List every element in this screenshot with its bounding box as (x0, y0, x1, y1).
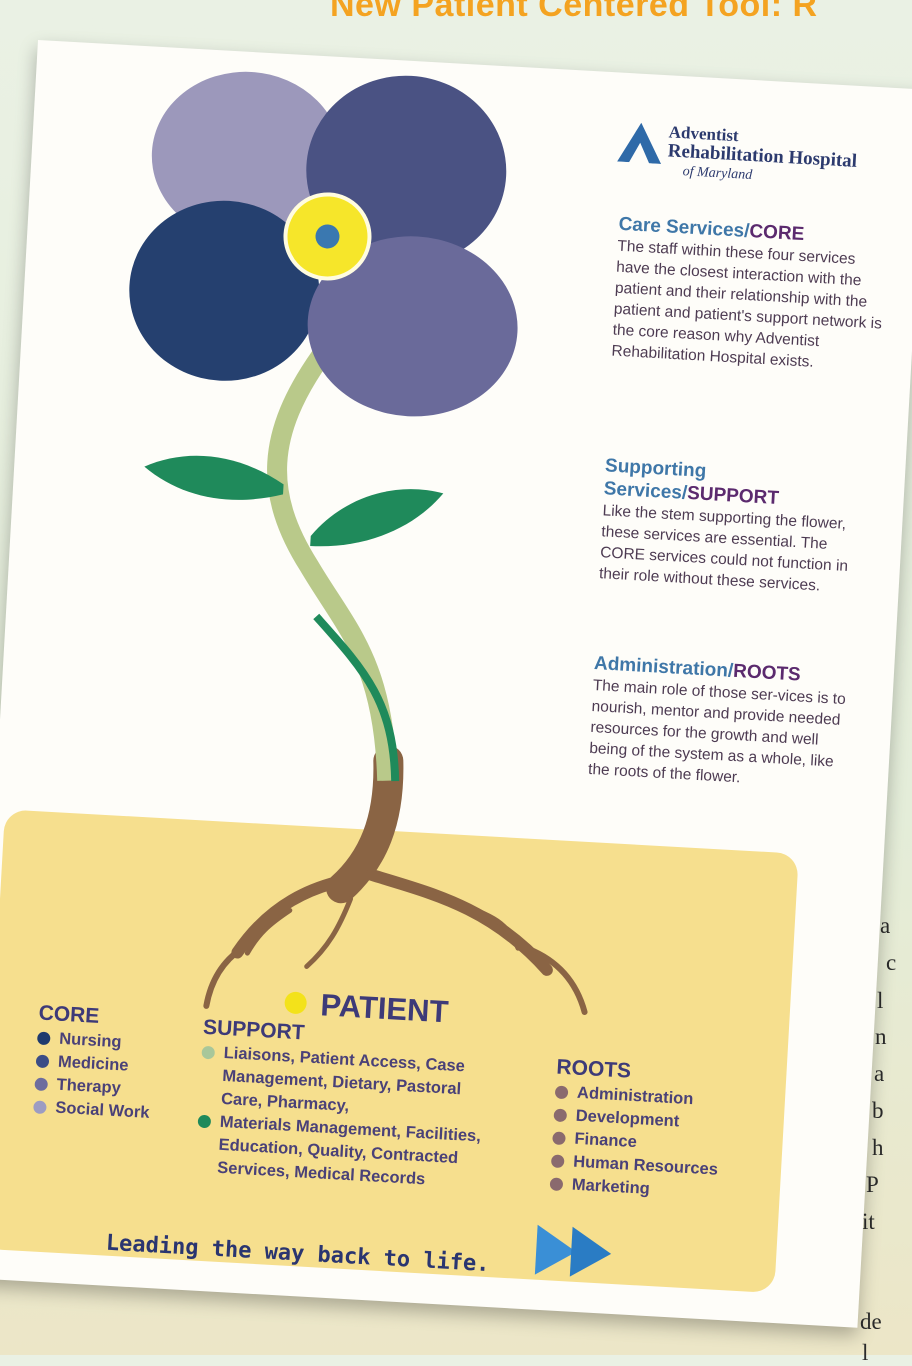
section-body: Like the stem supporting the flower, the… (598, 502, 849, 595)
bullet-icon (549, 1177, 564, 1192)
leaf-left (144, 455, 284, 500)
section-emphasis: ROOTS (732, 660, 802, 686)
side-letter: l (862, 1340, 869, 1365)
side-letter: c (886, 950, 897, 975)
logo-line-3: of Maryland (682, 164, 753, 184)
section-core: Care Services/CORE The staff within thes… (611, 213, 889, 377)
flower-illustration (0, 71, 798, 1292)
bullet-icon (34, 1077, 49, 1092)
side-letter: P (866, 1172, 879, 1197)
logo-mark-icon (617, 122, 662, 164)
side-letter: it (862, 1209, 875, 1234)
side-letter: h (872, 1135, 884, 1160)
side-letter: a (880, 913, 891, 938)
side-letter: a (874, 1061, 885, 1086)
bullet-icon (33, 1100, 47, 1115)
side-letter: de (860, 1309, 882, 1334)
side-letter: l (877, 988, 884, 1013)
bullet-icon (550, 1154, 565, 1169)
section-emphasis: CORE (748, 221, 805, 246)
leaf-right (310, 489, 444, 547)
patient-panel (0, 810, 798, 1292)
side-letter: b (872, 1098, 884, 1123)
bullet-icon (553, 1108, 568, 1123)
core-list: CORE Nursing Medicine Therapy Social Wor… (33, 1002, 189, 1127)
support-list: SUPPORT Liaisons, Patient Access, Case M… (195, 1016, 504, 1195)
section-roots: Administration/ROOTS The main role of th… (588, 652, 865, 795)
bullet-icon (197, 1114, 212, 1129)
bullet-icon (36, 1031, 51, 1046)
bullet-icon (554, 1085, 569, 1100)
section-support: Supporting Services/SUPPORT Like the ste… (598, 454, 875, 599)
section-body: The main role of those ser-vices is to n… (587, 676, 847, 787)
section-body: The staff within these four services hav… (611, 237, 883, 371)
patient-dot-icon (284, 991, 308, 1015)
play-arrows-icon (534, 1224, 612, 1277)
bullet-icon (552, 1131, 566, 1146)
page-title: New Patient Centered Tool: R (330, 0, 818, 24)
roots-list: ROOTS Administration Development Finance… (549, 1056, 747, 1206)
poster: Adventist Rehabilitation Hospital of Mar… (0, 40, 912, 1328)
bullet-icon (201, 1045, 216, 1060)
hospital-logo: Adventist Rehabilitation Hospital of Mar… (616, 118, 912, 205)
bullet-icon (35, 1054, 50, 1069)
side-letter: n (875, 1024, 887, 1049)
